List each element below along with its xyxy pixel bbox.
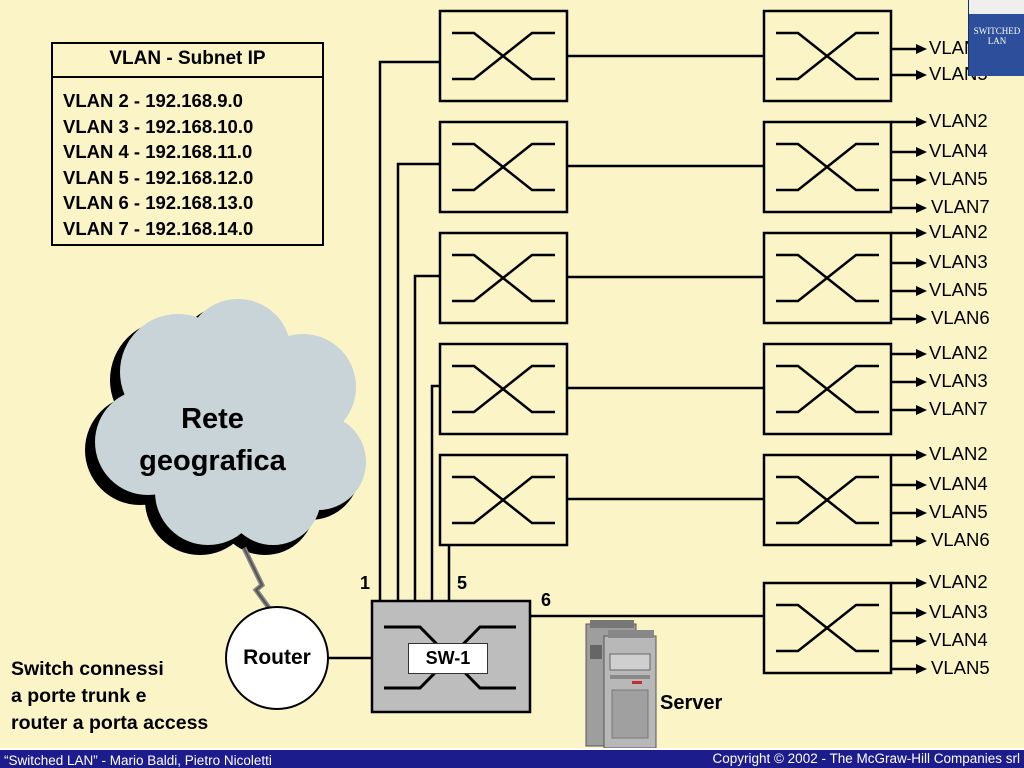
vlan-label: VLAN4: [929, 629, 988, 650]
switch-cross-line: [452, 253, 555, 303]
port-label-6: 6: [541, 590, 552, 610]
wan-cloud: [85, 299, 366, 555]
switch-cross-line: [776, 475, 879, 525]
vlan-arrow-head: [916, 508, 927, 518]
vlan-label: VLAN6: [931, 307, 990, 328]
vlan-label: VLAN3: [929, 251, 988, 272]
vlan-label: VLAN3: [929, 370, 988, 391]
port-label-1: 1: [360, 573, 371, 593]
vlan-arrow-head: [916, 578, 927, 588]
cloud-label-line1: Rete: [181, 403, 244, 435]
vlan-subnet-row: VLAN 6 - 192.168.13.0: [63, 192, 254, 213]
vlan-arrow-head: [916, 377, 927, 387]
vlan-arrow-head: [916, 608, 927, 618]
vlan-arrow-head: [916, 44, 927, 54]
vlan-label: VLAN2: [929, 443, 988, 464]
vlan-subnet-row: VLAN 2 - 192.168.9.0: [63, 90, 243, 111]
caption-line: a porte trunk e: [11, 685, 147, 707]
vlan-label: VLAN3: [929, 601, 988, 622]
vlan-subnet-table: VLAN - Subnet IP VLAN 2 - 192.168.9.0 VL…: [51, 42, 324, 246]
vlan-label: VLAN7: [929, 398, 988, 419]
footer-bar: “Switched LAN” - Mario Baldi, Pietro Nic…: [0, 748, 1024, 768]
cloud-label: Rete geografica: [100, 398, 325, 482]
vlan-arrow-head: [916, 480, 927, 490]
caption-line: router a porta access: [11, 712, 209, 734]
footer-right-text: Copyright © 2002 - The McGraw-Hill Compa…: [712, 751, 1020, 766]
vlan-label: VLAN5: [929, 279, 988, 300]
vlan-subnet-row: VLAN 5 - 192.168.12.0: [63, 166, 254, 188]
core-switch-label: SW-1: [408, 643, 488, 674]
vlan-arrow-head: [916, 117, 927, 127]
right-switches: [762, 9, 893, 675]
vlan-arrow-head: [916, 203, 927, 213]
vlan-label: VLAN2: [929, 221, 988, 242]
vlan-subnet-row: VLAN 4 - 192.168.11.0: [63, 141, 253, 162]
server-label: Server: [660, 692, 723, 714]
vlan-label: VLAN2: [929, 571, 988, 592]
vlan-arrow-head: [916, 228, 927, 238]
vlan-arrow-head: [916, 636, 927, 646]
vlan-arrow-head: [916, 664, 927, 674]
switch-cross-line: [452, 31, 555, 81]
vlan-subnet-row: VLAN 3 - 192.168.10.0: [63, 115, 254, 137]
vlan-arrow-head: [916, 286, 927, 296]
switch-cross-line: [452, 364, 555, 414]
vlan-arrow-head: [916, 258, 927, 268]
vlan-port-arrows: [891, 44, 927, 674]
switch-cross-line: [452, 475, 555, 525]
vlan-arrow-head: [916, 536, 927, 546]
port-label-5: 5: [457, 573, 468, 593]
vlan-arrow-head: [916, 349, 927, 359]
vlan-label: VLAN5: [931, 657, 990, 678]
switch-cross-line: [776, 364, 879, 414]
vlan-label: VLAN5: [929, 168, 988, 189]
vlan-label: VLAN2: [929, 110, 988, 131]
book-cover-logo: SWITCHED LAN: [968, 0, 1024, 76]
vlan-subnet-row: VLAN 7 - 192.168.14.0: [63, 217, 254, 239]
cloud-label-line2: geografica: [139, 445, 286, 477]
vlan-arrow-head: [916, 70, 927, 80]
vlan-subnet-list: VLAN 2 - 192.168.9.0 VLAN 3 - 192.168.10…: [53, 78, 322, 241]
vlan-label: VLAN5: [929, 501, 988, 522]
vlan-subnet-title: VLAN - Subnet IP: [53, 44, 322, 78]
vlan-label: VLAN4: [929, 473, 988, 494]
book-cover-strip: [969, 0, 1024, 14]
switch-cross-line: [776, 603, 879, 653]
vlan-arrow-head: [916, 175, 927, 185]
vlan-arrow-head: [916, 450, 927, 460]
vlan-label: VLAN4: [929, 140, 988, 161]
switch-cross-line: [452, 142, 555, 192]
switch-cross-line: [776, 31, 879, 81]
switch-cross-line: [776, 253, 879, 303]
diagram-caption: Switch connessi a porte trunk e router a…: [11, 656, 208, 737]
trunk-links: [378, 60, 451, 601]
switch-links: [530, 54, 764, 618]
switch-icons: [452, 31, 879, 653]
vlan-arrow-head: [916, 147, 927, 157]
footer-left-text: “Switched LAN” - Mario Baldi, Pietro Nic…: [4, 753, 272, 768]
vlan-arrow-head: [916, 314, 927, 324]
router-label: Router: [243, 646, 311, 669]
vlan-label: VLAN7: [931, 196, 990, 217]
vlan-arrow-head: [916, 405, 927, 415]
switch-cross-line: [776, 142, 879, 192]
book-cover-title: SWITCHED LAN: [973, 26, 1021, 46]
server-icon: [585, 620, 657, 749]
vlan-label: VLAN6: [931, 529, 990, 550]
caption-line: Switch connessi: [11, 658, 164, 680]
vlan-label: VLAN2: [929, 342, 988, 363]
